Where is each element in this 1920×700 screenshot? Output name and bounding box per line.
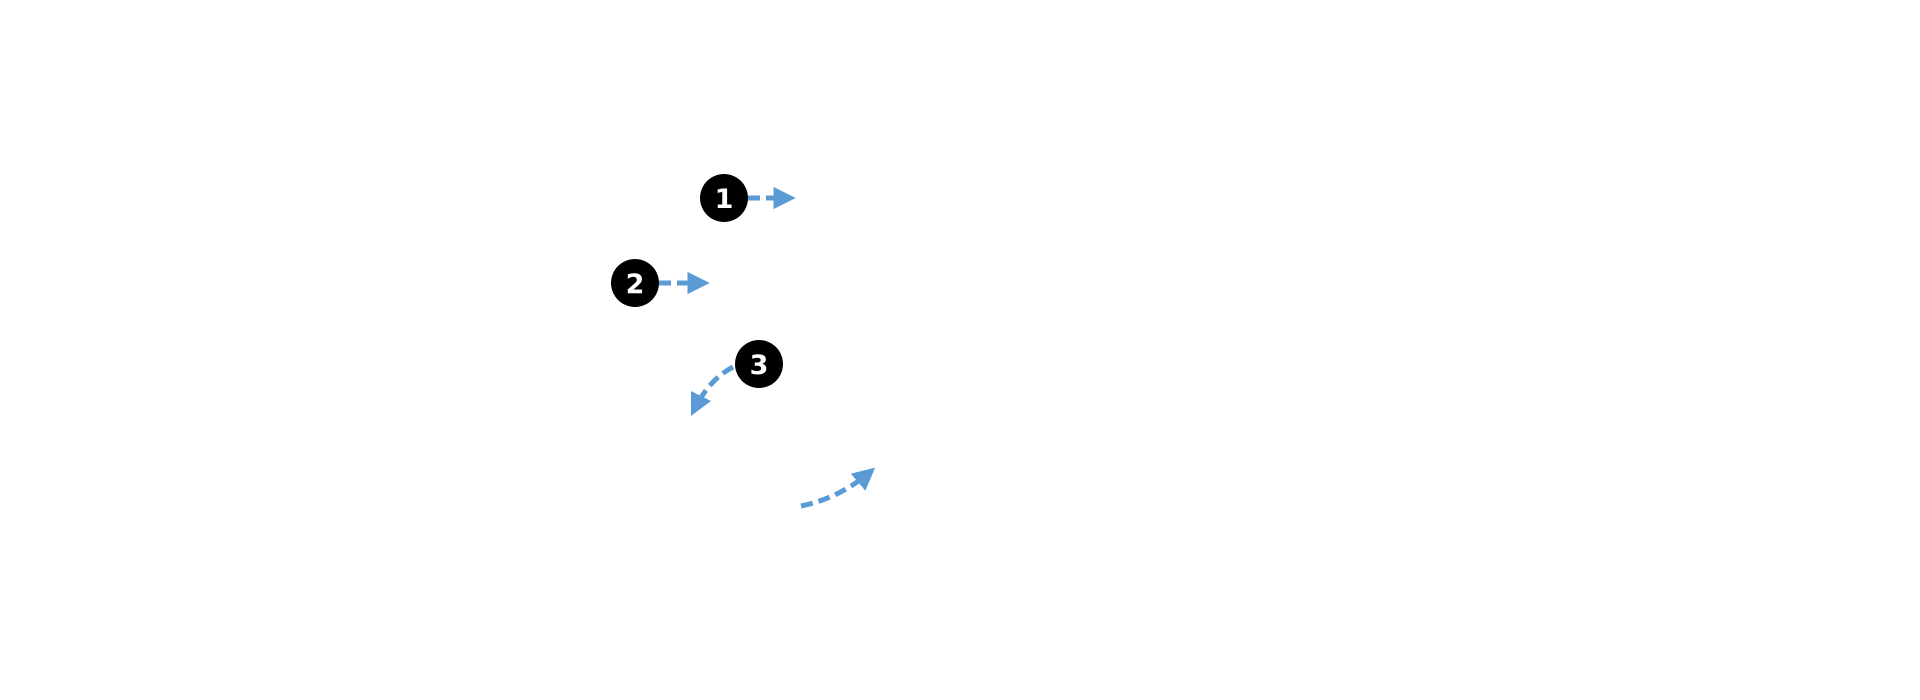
callout-3-number: 3 xyxy=(750,350,769,381)
curved-arrow-icon xyxy=(800,467,876,509)
callout-3-arrow-icon xyxy=(690,364,735,417)
callout-1: 1 xyxy=(700,174,796,222)
callout-3-badge xyxy=(735,340,783,388)
callout-2-badge xyxy=(611,259,659,307)
callout-3: 3 xyxy=(690,340,783,417)
callout-2: 2 xyxy=(611,259,710,307)
callout-2-number: 2 xyxy=(626,269,645,300)
callout-1-number: 1 xyxy=(715,184,734,215)
callout-1-badge xyxy=(700,174,748,222)
